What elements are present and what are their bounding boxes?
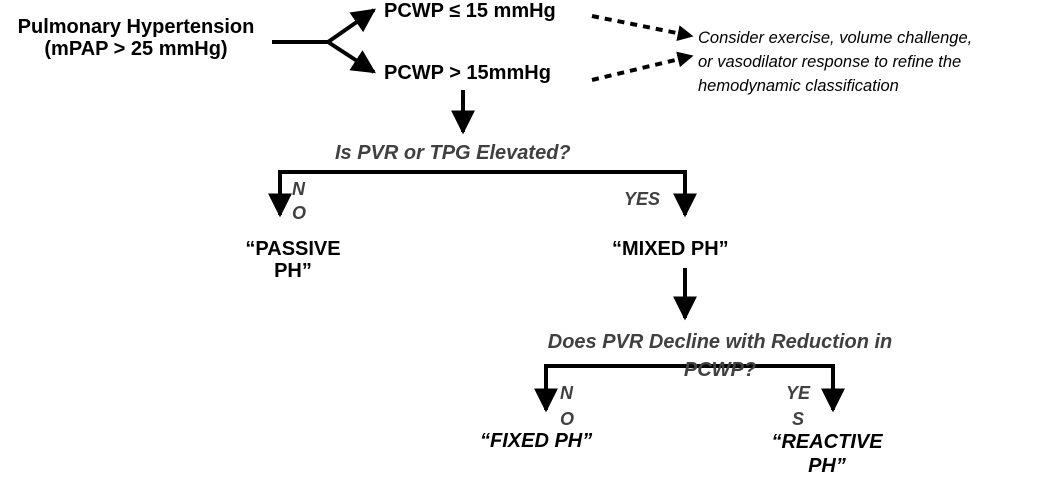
no1-label-part2: O [292,203,307,223]
reactive-line2: PH” [808,455,846,477]
yes1-label: YES [624,189,661,209]
question2-line2: PCWP? [683,359,757,381]
dotted-arrow-high [591,51,694,82]
dotted-arrow-low [591,14,694,42]
yes2-label-part1: YE [786,383,811,403]
reactive-line1: “REACTIVE [771,431,883,453]
consider-line1: Consider exercise, volume challenge, [698,29,973,47]
start-line2: (mPAP > 25 mmHg) [44,38,228,60]
passive-line1: “PASSIVE [245,238,341,260]
pcwp-high-node: PCWP > 15mmHg [384,62,551,84]
mixed-ph-node: “MIXED PH” [612,238,729,260]
passive-ph-node: “PASSIVE PH” [218,238,368,282]
reactive-ph-node: “REACTIVE PH” [742,430,912,478]
no2-label-part1: N [560,383,573,403]
question2-label: Does PVR Decline with Reduction in PCWP? [500,328,940,384]
consider-line3: hemodynamic classification [698,77,899,95]
no1-label-part1: N [292,179,305,199]
consider-line2: or vasodilator response to refine the [698,53,962,71]
question2-line1: Does PVR Decline with Reduction in [547,331,893,353]
passive-line2: PH” [274,260,312,282]
no2-label-part2: O [560,409,575,429]
pcwp-low-node: PCWP ≤ 15 mmHg [384,0,556,22]
fork-arrow-high [326,40,377,74]
yes2-label-part2: S [792,409,805,429]
start-node: Pulmonary Hypertension (mPAP > 25 mmHg) [0,16,272,60]
question1-label: Is PVR or TPG Elevated? [335,142,571,164]
fixed-ph-node: “FIXED PH” [480,430,593,452]
fork-arrow-low [326,8,376,44]
start-line1: Pulmonary Hypertension [17,16,255,38]
consider-note: Consider exercise, volume challenge, or … [698,26,972,98]
